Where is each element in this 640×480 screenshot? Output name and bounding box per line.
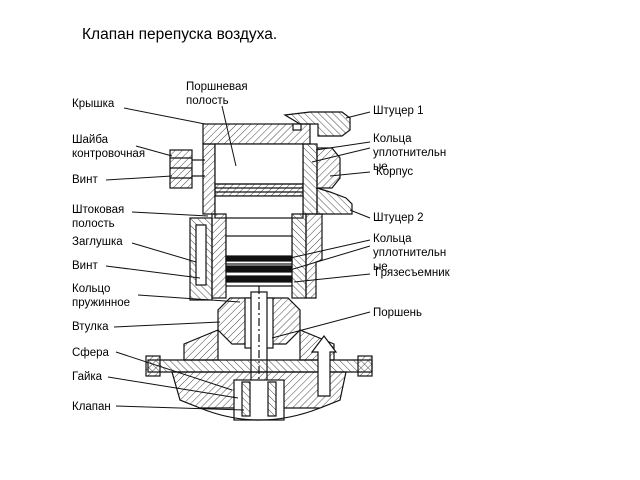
- label-shtutser-1: Штуцер 1: [373, 105, 424, 117]
- label-koltsa-bot-line3: ые: [373, 261, 388, 273]
- label-shaiba-line2: контровочная: [72, 148, 146, 160]
- label-vtulka: Втулка: [72, 321, 109, 333]
- label-porshnevaya-line1: Поршневая: [186, 81, 248, 93]
- label-koltso-line2: пружинное: [72, 297, 130, 309]
- cover-part: [202, 111, 351, 145]
- label-shtokovaya-line2: полость: [72, 218, 115, 230]
- label-zaglushka: Заглушка: [72, 236, 123, 248]
- label-shtokovaya-line1: Штоковая: [72, 204, 125, 216]
- valve-bottom: [171, 371, 347, 421]
- rod-seals: [225, 235, 293, 287]
- label-koltsa-bot-line1: Кольца: [373, 233, 412, 245]
- label-koltsa-top-line3: ые: [373, 161, 388, 173]
- label-koltsa-bot-line2: уплотнительн: [373, 247, 447, 259]
- label-kryshka: Крышка: [72, 98, 115, 110]
- leader-lines-left: [105, 107, 245, 411]
- diagram-title: Клапан перепуска воздуха.: [82, 26, 278, 43]
- label-koltsa-top-line1: Кольца: [373, 133, 412, 145]
- screw-top: [169, 149, 205, 189]
- label-vint-top: Винт: [72, 174, 98, 186]
- flow-arrow-icon: [310, 335, 338, 397]
- label-porshnevaya-line2: полость: [186, 95, 229, 107]
- label-koltso-line1: Кольцо: [72, 283, 111, 295]
- label-klapan: Клапан: [72, 401, 111, 413]
- label-porshen: Поршень: [373, 307, 423, 319]
- label-vint-bottom: Винт: [72, 260, 98, 272]
- upper-cylinder-walls: [202, 143, 353, 215]
- label-shaiba-line1: Шайба: [72, 134, 109, 146]
- leader-lines-right: [221, 105, 371, 339]
- label-koltsa-top-line2: уплотнительн: [373, 147, 447, 159]
- label-shtutser-2: Штуцер 2: [373, 212, 424, 224]
- piston-head: [214, 143, 304, 219]
- label-korpus: Корпус: [376, 166, 414, 178]
- label-gaika: Гайка: [72, 371, 103, 383]
- label-sfera: Сфера: [72, 347, 109, 359]
- label-gryazesemnik: Грязесъемник: [375, 267, 450, 279]
